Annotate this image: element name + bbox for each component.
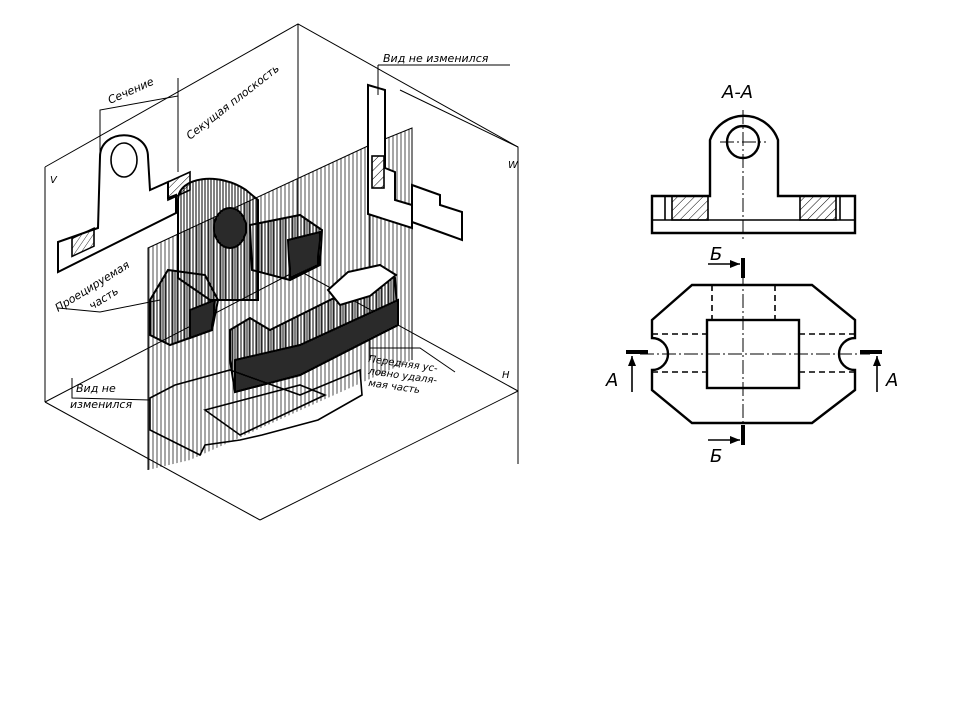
h-plane-outline bbox=[149, 368, 363, 457]
mark-b-top: Б bbox=[710, 244, 722, 265]
v-plane-section-profile bbox=[57, 134, 191, 274]
label-plane-v: V bbox=[50, 175, 58, 186]
mark-a-right: А bbox=[885, 370, 898, 391]
isometric-view: Сечение Секущая плоскость Вид не изменил… bbox=[44, 23, 519, 521]
cutting-plane-marks bbox=[626, 258, 882, 445]
mark-b-bottom: Б bbox=[710, 446, 722, 467]
mark-a-left: А bbox=[605, 370, 618, 391]
label-vid-top: Вид не изменился bbox=[383, 52, 489, 65]
orthographic-views: А-А bbox=[605, 82, 898, 467]
label-plane-h: H bbox=[502, 370, 510, 381]
section-a-a bbox=[650, 110, 857, 240]
label-sekushchaya: Секущая плоскость bbox=[184, 62, 282, 143]
label-vid-left-2: изменился bbox=[70, 398, 132, 411]
part-solid bbox=[149, 177, 400, 394]
label-vid-left-1: Вид не bbox=[76, 382, 116, 395]
leader-lines bbox=[57, 64, 510, 401]
label-plane-w: W bbox=[508, 160, 519, 171]
label-sechenie: Сечение bbox=[106, 75, 156, 107]
section-title: А-А bbox=[721, 82, 753, 103]
w-plane-profile bbox=[367, 83, 463, 242]
plan-view bbox=[640, 272, 870, 438]
